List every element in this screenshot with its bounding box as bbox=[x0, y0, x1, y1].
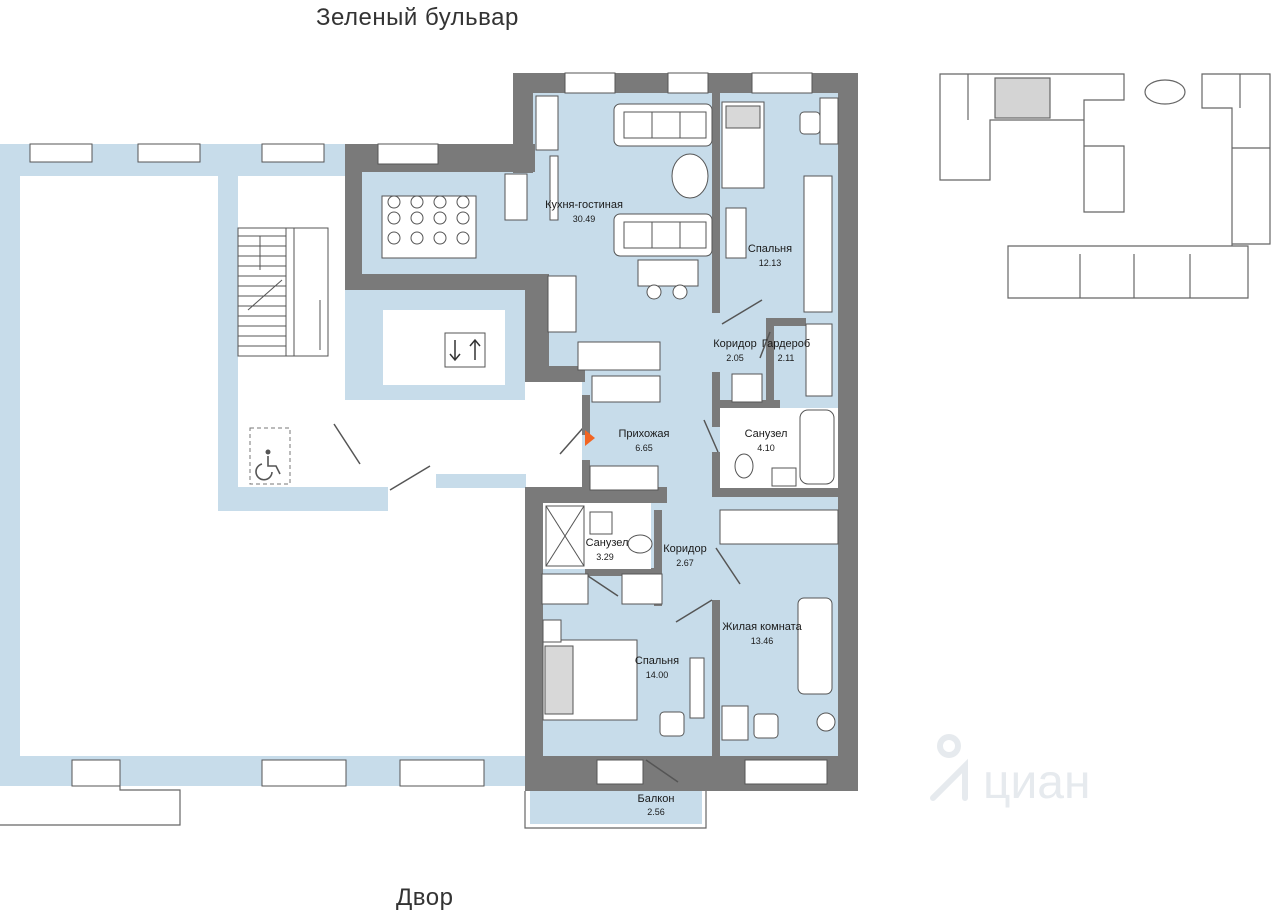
street-label-bottom: Двор bbox=[396, 884, 454, 911]
elevator-icon bbox=[444, 332, 486, 368]
room-bath1-area: 4.10 bbox=[757, 443, 775, 453]
room-bedroom1-name: Спальня bbox=[748, 243, 792, 255]
room-kitchen-area: 30.49 bbox=[573, 214, 596, 224]
room-hall-name: Прихожая bbox=[619, 428, 670, 440]
cian-logo-icon: циан bbox=[930, 734, 1091, 808]
room-bath1-name: Санузел bbox=[745, 428, 788, 440]
staircase bbox=[237, 227, 329, 357]
room-hall-area: 6.65 bbox=[635, 443, 653, 453]
room-bath2-name: Санузел bbox=[586, 537, 629, 549]
wheelchair-icon bbox=[249, 427, 291, 485]
room-balcony-area: 2.56 bbox=[647, 807, 665, 817]
room-living-name: Жилая комната bbox=[722, 621, 802, 633]
room-bedroom2-name: Спальня bbox=[635, 655, 679, 667]
room-wardrobe-name: Гардероб bbox=[762, 338, 810, 350]
room-bath2-area: 3.29 bbox=[596, 552, 614, 562]
entrance-marker-icon bbox=[585, 430, 595, 446]
room-wardrobe-area: 2.11 bbox=[778, 353, 795, 363]
room-labels: Кухня-гостиная 30.49 Спальня 12.13 Корид… bbox=[545, 199, 810, 817]
common-area bbox=[0, 143, 591, 826]
apartment bbox=[345, 72, 858, 829]
sofa-top bbox=[613, 103, 713, 147]
room-living-area: 13.46 bbox=[751, 636, 774, 646]
room-corridor2-name: Коридор bbox=[663, 543, 706, 555]
sofa-bottom bbox=[613, 213, 713, 257]
dining-table bbox=[381, 195, 477, 259]
building-key-plan bbox=[939, 73, 1271, 299]
apartment-location-highlight bbox=[994, 77, 1051, 119]
street-label-top: Зеленый бульвар bbox=[316, 4, 519, 31]
room-corridor1-name: Коридор bbox=[713, 338, 756, 350]
room-corridor1-area: 2.05 bbox=[726, 353, 744, 363]
apartment-floor bbox=[362, 93, 840, 756]
room-bedroom2-area: 14.00 bbox=[646, 670, 669, 680]
room-bedroom1-area: 12.13 bbox=[759, 258, 782, 268]
room-balcony-name: Балкон bbox=[638, 793, 675, 805]
room-corridor2-area: 2.67 bbox=[676, 558, 694, 568]
cian-logo-text: циан bbox=[983, 756, 1091, 808]
room-kitchen-name: Кухня-гостиная bbox=[545, 199, 623, 211]
